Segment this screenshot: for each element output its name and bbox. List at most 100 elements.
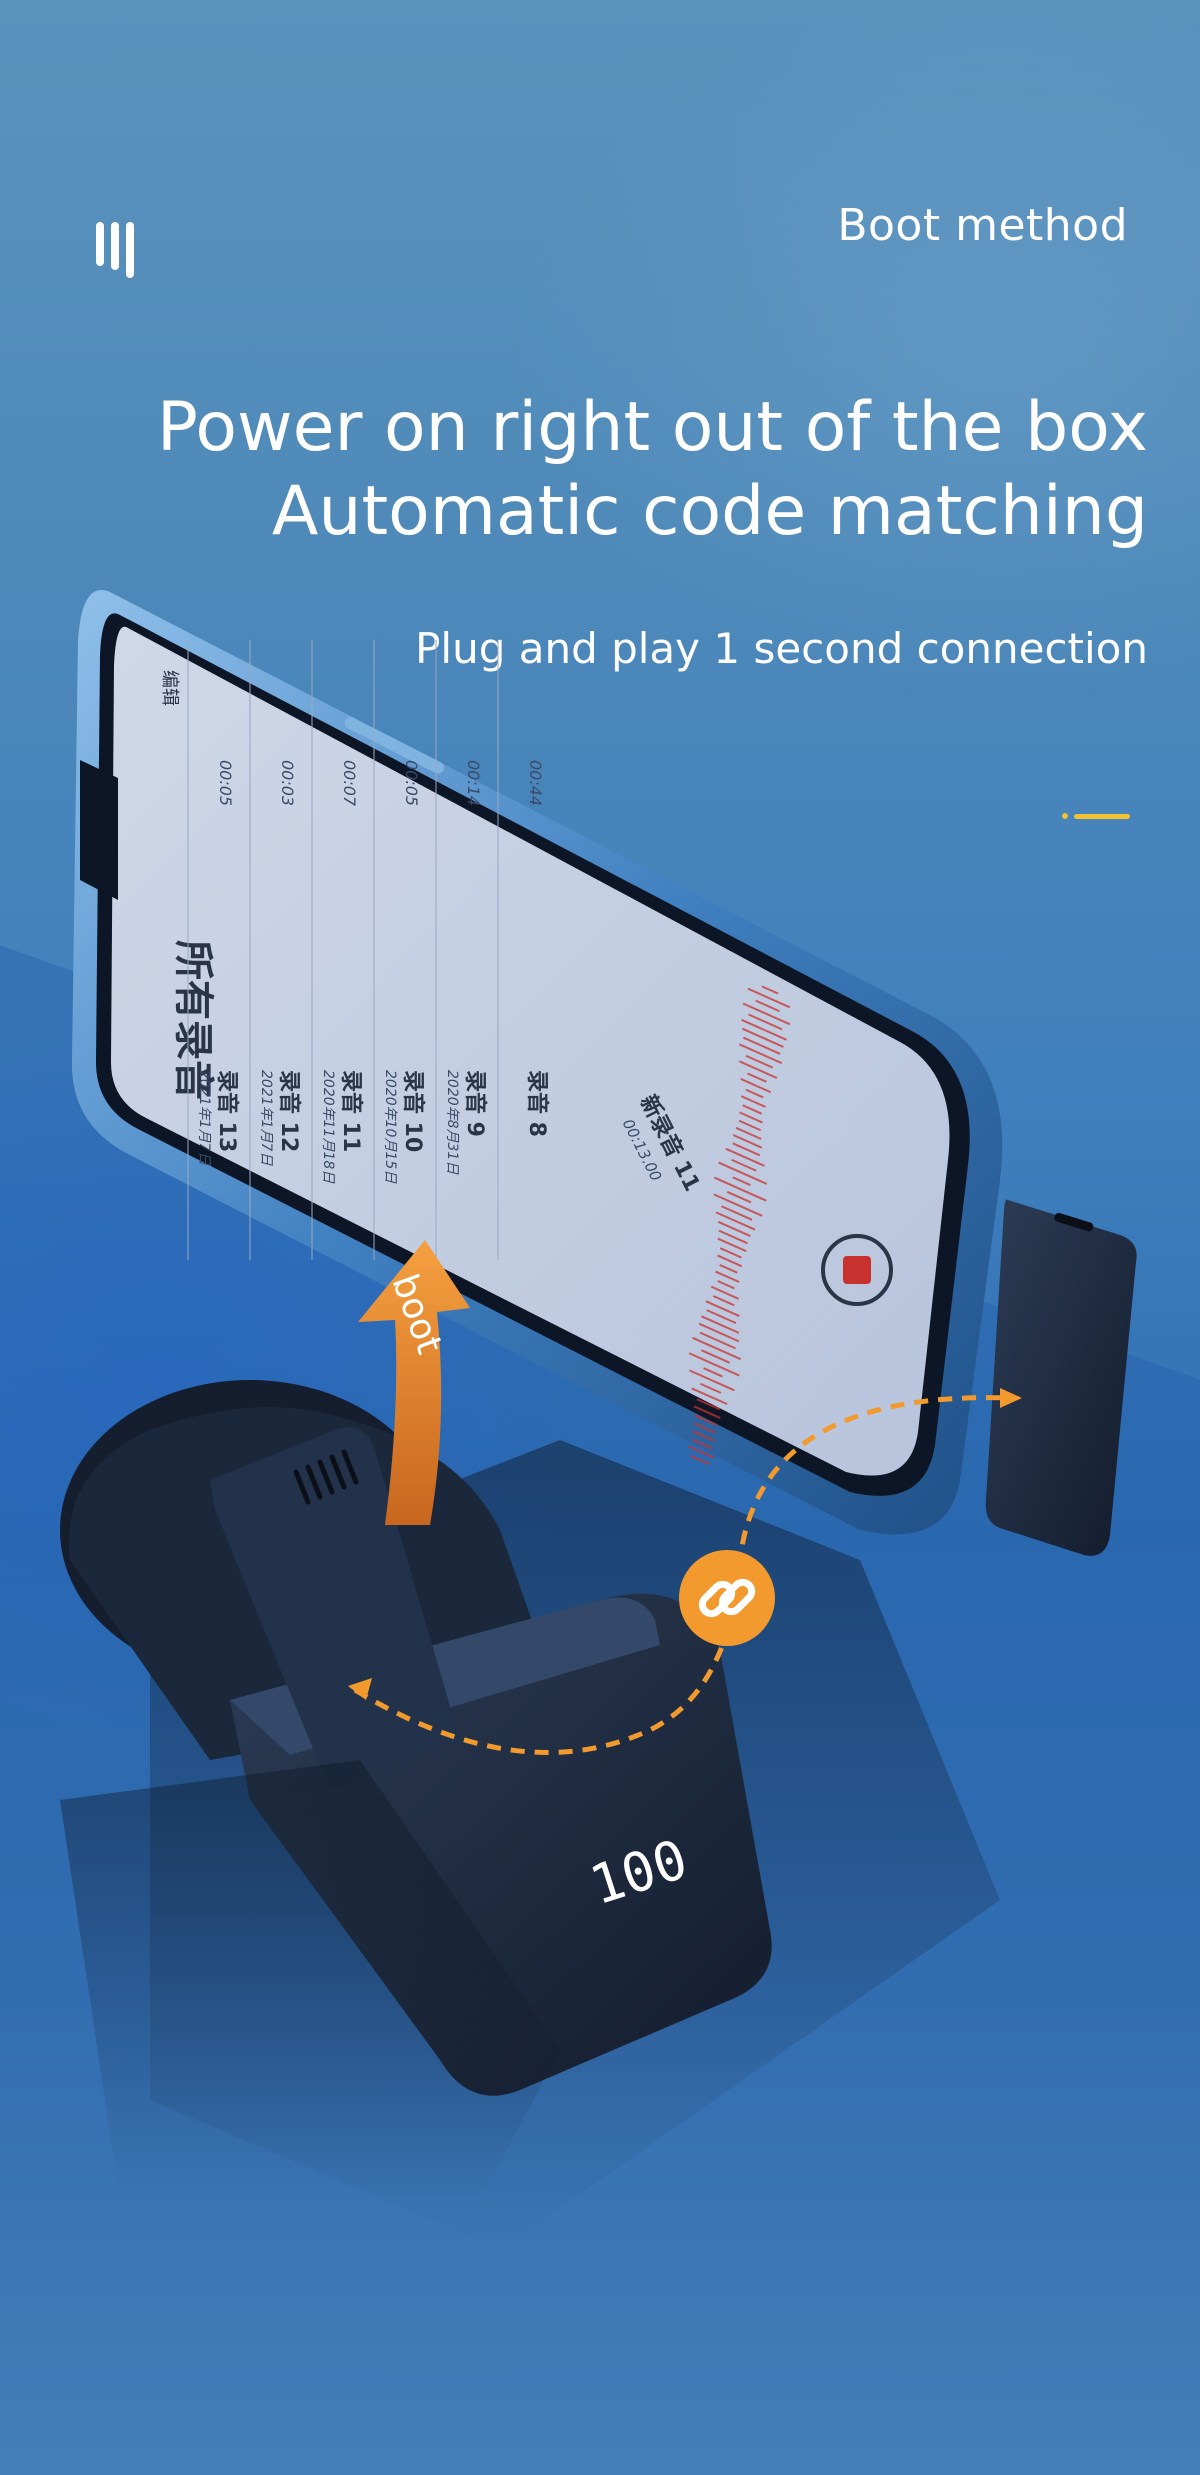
recording-date: 2020年8月31日 bbox=[444, 1070, 460, 1175]
waveform-bar bbox=[718, 1229, 748, 1245]
waveform-bar bbox=[717, 1254, 743, 1268]
recording-date: 2021年1月7日 bbox=[258, 1070, 274, 1166]
waveform-bar bbox=[698, 1322, 740, 1343]
waveform-bar bbox=[715, 1270, 740, 1283]
waveform-bar bbox=[689, 1369, 735, 1392]
recording-name: 录音 11 bbox=[338, 1070, 364, 1152]
charging-case: 100 bbox=[60, 1380, 772, 2200]
record-button[interactable] bbox=[821, 1234, 893, 1306]
recording-date: 2020年11月18日 bbox=[320, 1070, 336, 1184]
waveform-bar bbox=[693, 1405, 721, 1419]
recording-duration: 00:03 bbox=[278, 760, 297, 806]
waveform-bar bbox=[742, 1104, 763, 1115]
waveform-bar bbox=[691, 1438, 713, 1450]
brand-logo-icon bbox=[96, 222, 140, 278]
waveform-bar bbox=[706, 1309, 737, 1325]
waveform-bar bbox=[713, 1193, 763, 1217]
recording-duration: 00:14 bbox=[464, 760, 483, 806]
waveform-bar bbox=[700, 1349, 730, 1364]
waveform-bar bbox=[717, 1280, 735, 1290]
side-button bbox=[344, 717, 444, 774]
waveform-bar bbox=[691, 1387, 728, 1406]
recording-name: 录音 9 bbox=[462, 1070, 488, 1137]
waveform-bar bbox=[701, 1315, 740, 1334]
waveform-bar bbox=[696, 1398, 721, 1411]
waveform-bar bbox=[748, 1013, 783, 1031]
waveform-bar bbox=[718, 1220, 751, 1237]
waveform-bar bbox=[740, 1078, 772, 1094]
waveform-bar bbox=[755, 999, 780, 1013]
edit-label: 编辑 bbox=[159, 670, 180, 706]
waveform-bar bbox=[710, 1285, 740, 1300]
recording-date: 2020年10月15日 bbox=[382, 1070, 398, 1184]
recording-duration: 00:07 bbox=[340, 760, 359, 807]
waveform-bar bbox=[726, 1190, 752, 1204]
waveform-bar bbox=[703, 1367, 723, 1378]
waveform bbox=[687, 985, 791, 1466]
waveform-bar bbox=[745, 1054, 774, 1069]
subline: Plug and play 1 second connection bbox=[415, 624, 1148, 673]
transmitter-grille-icon bbox=[293, 1449, 359, 1505]
waveform-bar bbox=[693, 1422, 716, 1434]
recording-name: 录音 12 bbox=[276, 1070, 302, 1152]
phone-notch bbox=[80, 760, 118, 900]
recording-duration: 00:44 bbox=[526, 760, 545, 806]
phone-screen bbox=[110, 626, 950, 1476]
waveform-bar bbox=[719, 1247, 742, 1259]
waveform-bar bbox=[687, 1445, 715, 1459]
waveform-bar bbox=[747, 987, 791, 1009]
recording-name: 录音 13 bbox=[214, 1070, 240, 1152]
waveform-bar bbox=[732, 1176, 751, 1187]
link-icon bbox=[679, 1550, 775, 1646]
waveform-bar bbox=[732, 1142, 761, 1157]
waveform-bar bbox=[731, 1158, 757, 1172]
waveform-bar bbox=[738, 1119, 762, 1132]
waveform-bar bbox=[738, 1043, 783, 1065]
pairing-arrow bbox=[348, 1388, 1022, 1755]
waveform-bar bbox=[738, 1060, 778, 1079]
waveform-bar bbox=[715, 1211, 756, 1231]
waveform-bar bbox=[761, 985, 779, 995]
headline-line-2: Automatic code matching bbox=[271, 472, 1148, 551]
section-label: Boot method bbox=[837, 200, 1128, 251]
transmitter bbox=[210, 1427, 460, 1790]
waveform-bar bbox=[742, 1002, 791, 1026]
waveform-bar bbox=[747, 1072, 767, 1083]
waveform-bar bbox=[721, 1205, 753, 1221]
waveform-bar bbox=[739, 1111, 763, 1124]
waveform-bar bbox=[692, 1336, 742, 1361]
waveform-bar bbox=[740, 1095, 766, 1108]
waveform-bar bbox=[699, 1331, 736, 1350]
waveform-bar bbox=[717, 1237, 747, 1253]
waveform-bar bbox=[735, 1126, 762, 1140]
recording-duration: 00:05 bbox=[216, 760, 235, 806]
screen-title: 所有录音 bbox=[170, 940, 216, 1100]
recording-date: 2021年1月7日 bbox=[196, 1070, 212, 1166]
waveform-bar bbox=[745, 1088, 764, 1099]
waveform-bar bbox=[725, 1147, 765, 1167]
waveform-bar bbox=[741, 1018, 787, 1041]
accent-line bbox=[1062, 813, 1130, 819]
case-reflection bbox=[60, 1760, 560, 2200]
waveform-bar bbox=[713, 1176, 767, 1202]
waveform-bar bbox=[741, 1027, 784, 1048]
waveform-bar bbox=[700, 1382, 722, 1394]
waveform-bar bbox=[718, 1161, 768, 1185]
waveform-bar bbox=[712, 1295, 735, 1307]
waveform-bar bbox=[689, 1454, 711, 1466]
waveform-bar bbox=[719, 1263, 738, 1274]
waveform-bar bbox=[742, 1036, 781, 1055]
wireless-receiver bbox=[985, 1199, 1137, 1556]
waveform-bar bbox=[732, 1134, 763, 1149]
headline-line-1: Power on right out of the box bbox=[156, 388, 1148, 467]
